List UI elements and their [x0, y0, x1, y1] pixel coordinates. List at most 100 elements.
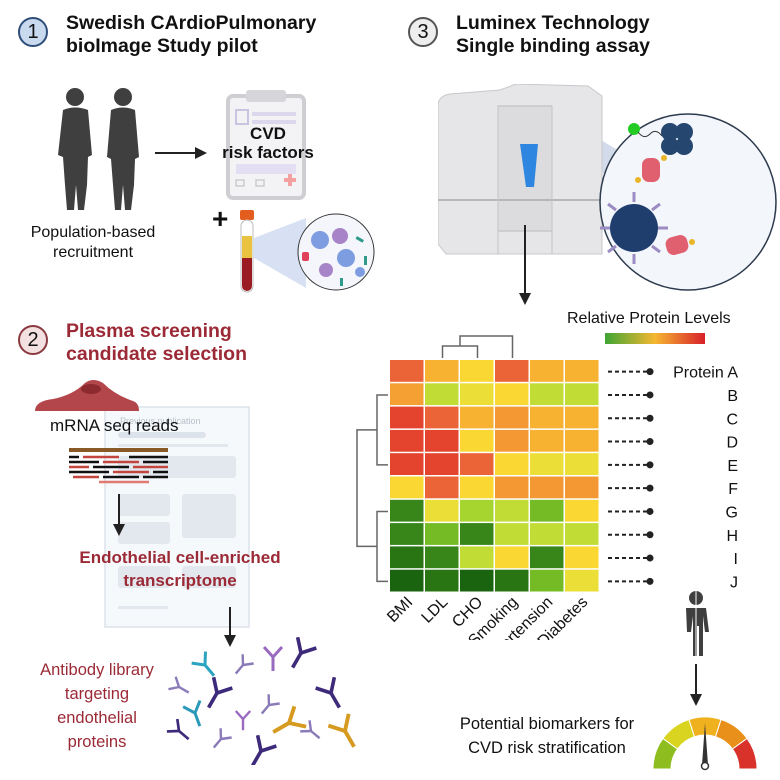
- heatmap-cell: [565, 546, 599, 569]
- heatmap-cell: [390, 360, 424, 382]
- row-label: G: [726, 504, 738, 521]
- heatmap-cell: [495, 546, 529, 569]
- row-label: B: [727, 388, 738, 405]
- luminex-instrument-icon: [438, 84, 777, 291]
- heatmap-cell: [460, 546, 494, 569]
- arrow-down-icon: [224, 607, 236, 647]
- heatmap-cell: [530, 476, 564, 499]
- row-dendrogram: [376, 394, 388, 466]
- person-icon: [686, 590, 709, 660]
- heatmap-cell: [530, 499, 564, 522]
- row-label: F: [728, 481, 738, 498]
- heatmap-cell: [460, 429, 494, 452]
- clipboard-icon: [226, 90, 306, 200]
- heatmap-cell: [565, 453, 599, 475]
- row-dendrogram: [376, 510, 388, 583]
- heatmap-cell: [530, 383, 564, 406]
- heatmap-cell: [425, 546, 459, 569]
- heatmap-cell: [530, 429, 564, 452]
- heatmap-cell: [390, 499, 424, 522]
- heatmap-cell: [495, 499, 529, 522]
- blood-tube-icon: [240, 210, 375, 293]
- row-connector-dot: [646, 438, 654, 446]
- heatmap-cell: [565, 523, 599, 545]
- step-2-title: Plasma screening candidate selection: [66, 320, 247, 365]
- heatmap-cell: [530, 360, 564, 382]
- step-3-badge: 3: [408, 17, 438, 47]
- heatmap-title: Relative Protein Levels: [567, 310, 731, 327]
- heatmap-cell: [530, 453, 564, 475]
- heatmap-cell: [425, 476, 459, 499]
- step-1-title: Swedish CArdioPulmonary bioImage Study p…: [66, 12, 317, 57]
- step-2-badge: 2: [18, 325, 48, 355]
- row-connector-dot: [646, 391, 654, 399]
- population-caption: Population-based recruitment: [30, 224, 156, 261]
- heatmap-cell: [425, 383, 459, 406]
- mrna-seq-label: mRNA seq reads: [50, 416, 179, 435]
- heatmap-cell: [565, 406, 599, 429]
- arrow-right-icon: [155, 147, 207, 159]
- heatmap-cell: [425, 406, 459, 429]
- heatmap-cell: [460, 453, 494, 475]
- row-connector-dot: [646, 577, 654, 585]
- heatmap-cell: [495, 383, 529, 406]
- heatmap-cell: [425, 429, 459, 452]
- heatmap-cell: [425, 569, 459, 592]
- row-connector-dot: [646, 484, 654, 492]
- endothelial-cell-icon: [35, 380, 139, 411]
- heatmap-cell: [390, 453, 424, 475]
- publication-card-label: Previous publication: [120, 416, 201, 426]
- heatmap-cell: [390, 546, 424, 569]
- plus-sign: +: [212, 203, 229, 234]
- endothelial-transcriptome-label: Endothelial cell-enriched transcriptome: [79, 548, 281, 590]
- heatmap-cell: [390, 429, 424, 452]
- heatmap-cell: [390, 523, 424, 545]
- row-label: D: [726, 435, 738, 452]
- row-label: Protein A: [673, 365, 738, 382]
- heatmap-cell: [460, 499, 494, 522]
- gauge-hub: [700, 761, 710, 771]
- heatmap-cell: [565, 476, 599, 499]
- antibody-library-label: Antibody library targeting endothelial p…: [40, 661, 154, 751]
- row-dendrogram: [356, 429, 377, 548]
- mrna-reads-icon: [69, 448, 168, 484]
- heatmap-cell: [495, 569, 529, 592]
- heatmap-cell: [565, 499, 599, 522]
- heatmap-cell: [495, 476, 529, 499]
- heatmap-cell: [565, 383, 599, 406]
- step-3-title: Luminex Technology Single binding assay: [456, 12, 650, 57]
- gauge-segment: [731, 737, 758, 770]
- heatmap-cell: [495, 453, 529, 475]
- arrow-down-icon: [690, 664, 702, 706]
- heatmap-cell: [425, 523, 459, 545]
- heatmap-cell: [390, 476, 424, 499]
- step-2-number: 2: [27, 328, 39, 351]
- heatmap-cell: [565, 429, 599, 452]
- column-label: LDL: [419, 594, 452, 627]
- heatmap-cell: [495, 406, 529, 429]
- risk-gauge: [652, 716, 758, 771]
- row-label: H: [726, 528, 738, 545]
- step-3-number: 3: [417, 20, 429, 43]
- heatmap-cell: [530, 523, 564, 545]
- heatmap-cell: [390, 406, 424, 429]
- row-connector-dot: [646, 554, 654, 562]
- row-connector-dot: [646, 461, 654, 469]
- heatmap-cell: [460, 523, 494, 545]
- heatmap-cell: [530, 546, 564, 569]
- column-dendrogram: [441, 345, 479, 358]
- cvd-risk-factors-label: CVD risk factors: [222, 124, 314, 162]
- row-label: J: [730, 574, 738, 591]
- heatmap-cell: [460, 360, 494, 382]
- gauge-needle: [702, 723, 708, 765]
- heatmap-cell: [495, 429, 529, 452]
- heatmap-cell: [425, 499, 459, 522]
- colorbar: [605, 333, 705, 344]
- heatmap-cell: [530, 406, 564, 429]
- row-label: E: [727, 458, 738, 475]
- heatmap-cell: [460, 569, 494, 592]
- step-1-badge: 1: [18, 17, 48, 47]
- row-connector-dot: [646, 368, 654, 376]
- heatmap-cell: [460, 406, 494, 429]
